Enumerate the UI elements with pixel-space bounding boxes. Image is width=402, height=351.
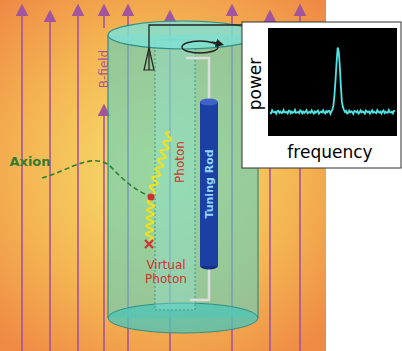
antenna — [144, 48, 154, 70]
virtual-photon-wave — [146, 200, 154, 240]
interaction-dot — [148, 194, 155, 201]
axis-label: frequency — [287, 142, 372, 162]
axion-label: Axion — [9, 154, 50, 170]
antenna-wire — [149, 25, 243, 70]
cavity-body — [108, 35, 258, 318]
field-line — [49, 16, 51, 351]
rod-support — [190, 265, 209, 300]
spectrum-trace — [270, 48, 395, 114]
rod-support — [186, 58, 209, 100]
tuning-rod: Tuning Rod — [200, 102, 218, 266]
field-lines — [22, 10, 300, 351]
field-label: B-field — [97, 50, 111, 88]
field-line — [103, 110, 105, 351]
rod-body — [200, 102, 218, 266]
axis-label: power — [245, 58, 265, 111]
virtual-photon-mark — [145, 240, 153, 248]
spectrum-plot — [268, 28, 397, 136]
rotation-arrowhead — [212, 42, 220, 44]
axion-path — [42, 161, 150, 196]
rod-top — [200, 99, 218, 106]
photon-label: Photon — [173, 141, 187, 183]
inset-panel — [242, 22, 401, 168]
photon-wave — [150, 132, 172, 194]
field-line — [103, 10, 105, 28]
virtual-photon-label: Virtual Photon — [138, 258, 194, 287]
field-line — [21, 10, 23, 351]
rod-label: Tuning Rod — [203, 149, 216, 218]
field-line — [77, 10, 79, 351]
